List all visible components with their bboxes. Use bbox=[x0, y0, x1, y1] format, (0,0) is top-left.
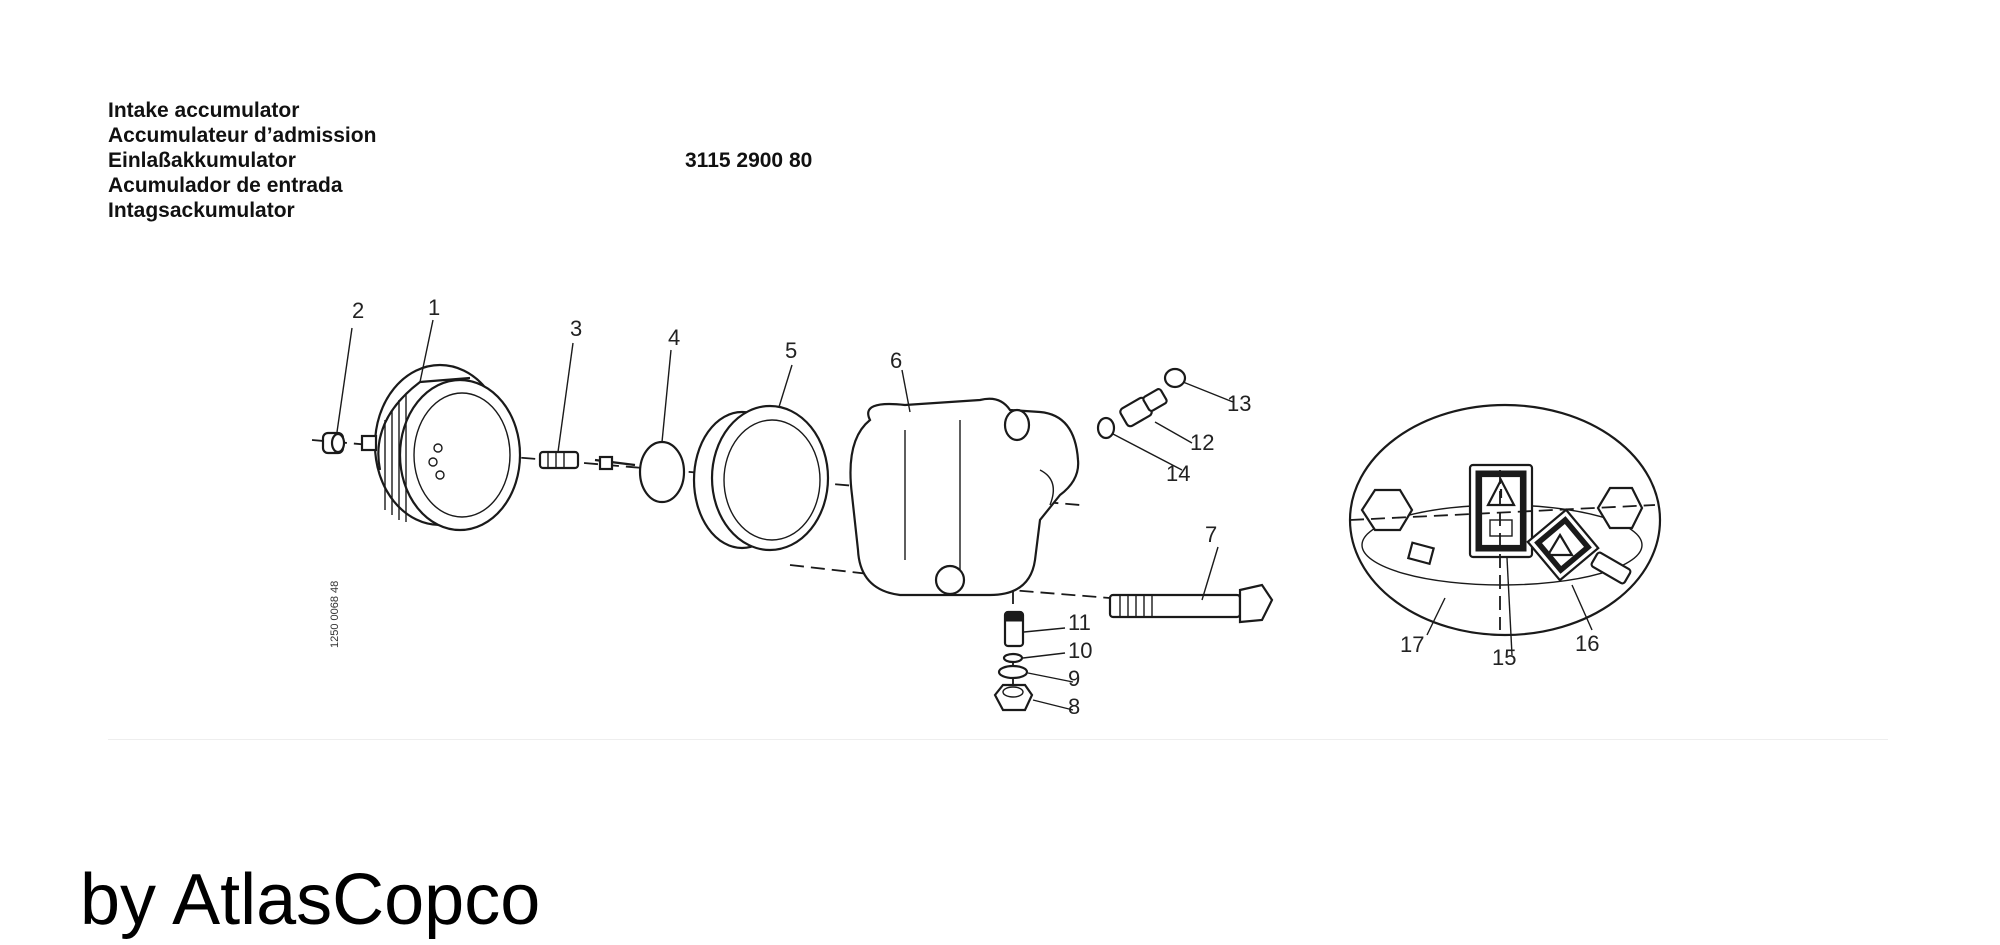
callout-13: 13 bbox=[1227, 391, 1251, 416]
part-3-insert bbox=[538, 450, 580, 470]
part-13-plug bbox=[1163, 367, 1187, 389]
callout-16: 16 bbox=[1575, 631, 1599, 656]
callout-7: 7 bbox=[1205, 522, 1217, 547]
part-11-screw bbox=[1003, 610, 1025, 648]
title-block: Intake accumulator Accumulateur d’admiss… bbox=[108, 98, 376, 223]
callout-9: 9 bbox=[1068, 666, 1080, 691]
footer-credit: by AtlasCopco bbox=[80, 860, 541, 940]
callout-3: 3 bbox=[570, 316, 582, 341]
part-8-nut bbox=[993, 683, 1034, 712]
separator-line bbox=[108, 739, 1888, 740]
title-german: Einlaßakkumulator bbox=[108, 149, 296, 172]
callout-11: 11 bbox=[1068, 610, 1091, 635]
part-5-seal bbox=[692, 404, 830, 552]
callout-5: 5 bbox=[785, 338, 797, 363]
part-16-switch bbox=[1526, 508, 1632, 585]
leader-lines bbox=[336, 319, 1593, 711]
detail-view bbox=[1348, 403, 1662, 637]
part-6-housing bbox=[849, 397, 1080, 597]
title-swedish: Intagsackumulator bbox=[108, 199, 295, 222]
part-9-washer bbox=[997, 664, 1029, 680]
title-spanish: Acumulador de entrada bbox=[108, 174, 343, 197]
part-number: 3115 2900 80 bbox=[685, 149, 813, 172]
callout-14: 14 bbox=[1166, 461, 1190, 486]
part-4-valve bbox=[594, 440, 686, 504]
drawing-reference: 1250 0068 48 bbox=[329, 581, 341, 648]
title-french: Accumulateur d’admission bbox=[108, 124, 377, 147]
part-12-fitting bbox=[1119, 388, 1168, 428]
callout-17: 17 bbox=[1400, 632, 1424, 657]
callout-4: 4 bbox=[668, 325, 680, 350]
part-10-washer bbox=[1002, 652, 1024, 664]
part-14-oring bbox=[1096, 416, 1116, 440]
callout-15: 15 bbox=[1492, 645, 1516, 670]
part-2-nut bbox=[321, 431, 346, 455]
callout-1: 1 bbox=[428, 295, 440, 320]
callout-6: 6 bbox=[890, 348, 902, 373]
title-english: Intake accumulator bbox=[108, 99, 300, 122]
part-1-cover bbox=[360, 363, 522, 532]
callout-2: 2 bbox=[352, 298, 364, 323]
callout-12: 12 bbox=[1190, 430, 1214, 455]
callout-8: 8 bbox=[1068, 694, 1080, 719]
callout-10: 10 bbox=[1068, 638, 1092, 663]
part-7-bolt bbox=[1108, 583, 1274, 624]
